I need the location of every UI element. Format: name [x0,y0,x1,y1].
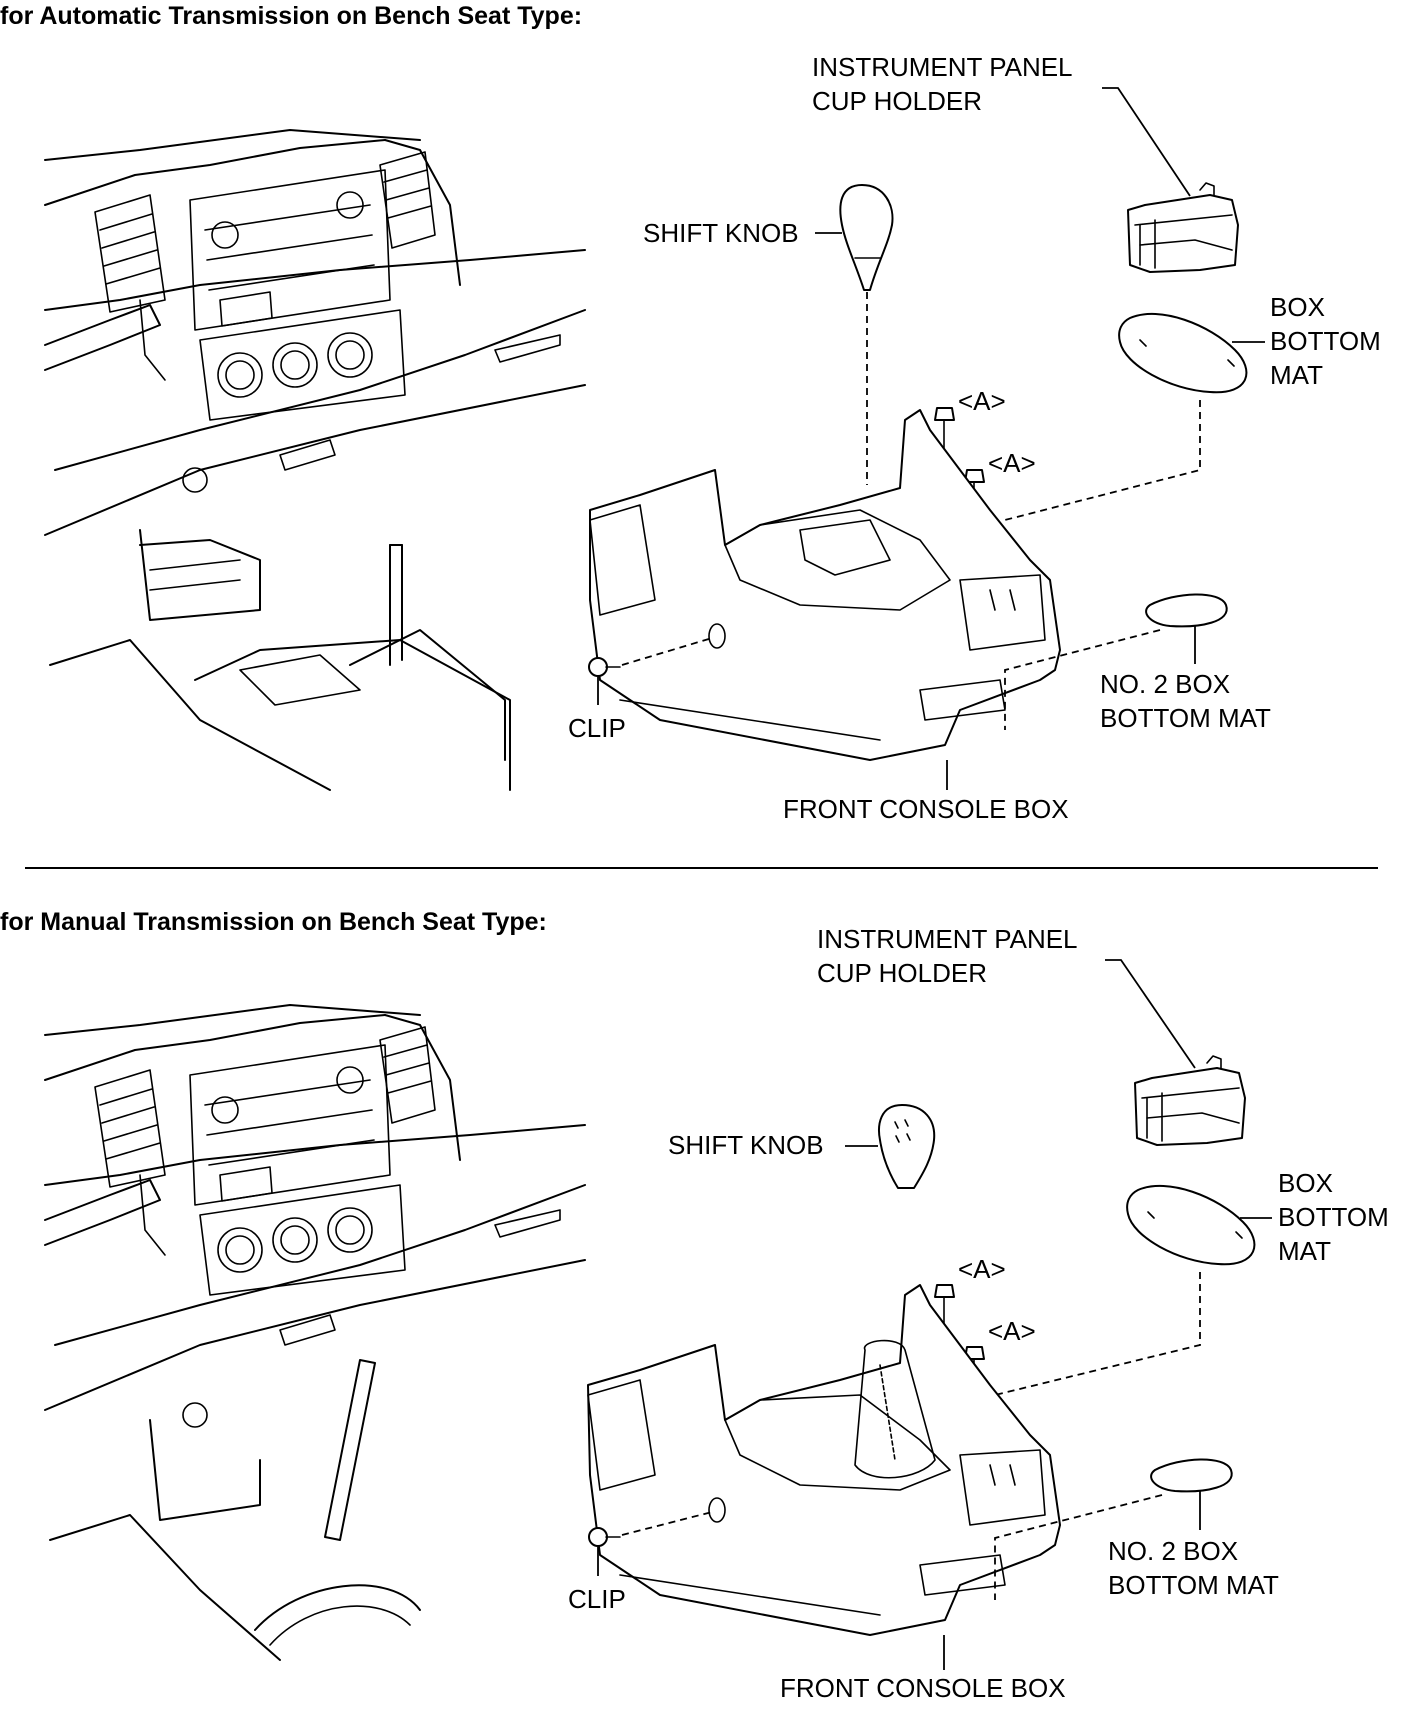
shift-knob-part [878,1104,936,1189]
label-bolt-a: <A> [988,1316,1036,1346]
bolt-part [934,407,955,451]
label-box-bottom-mat: MAT [1278,1236,1331,1266]
label-clip: CLIP [568,1584,626,1614]
box-bottom-mat-part [1118,313,1248,394]
label-cup-holder: INSTRUMENT PANEL [817,924,1078,954]
section-automatic: for Automatic Transmission on Bench Seat… [0,2,1381,824]
label-cup-holder: INSTRUMENT PANEL [812,52,1073,82]
label-no2-box-bottom-mat: NO. 2 BOX [1108,1536,1238,1566]
dashboard-illustration [44,1004,586,1661]
label-shift-knob: SHIFT KNOB [643,218,799,248]
clip-part [588,657,621,677]
label-bolt-a: <A> [958,386,1006,416]
label-clip: CLIP [568,713,626,743]
section-heading: for Automatic Transmission on Bench Seat… [0,2,582,30]
bolt-part [934,1284,955,1328]
label-shift-knob: SHIFT KNOB [668,1130,824,1160]
section-manual: for Manual Transmission on Bench Seat Ty… [0,908,1389,1703]
label-no2-box-bottom-mat: NO. 2 BOX [1100,669,1230,699]
label-box-bottom-mat: BOTTOM [1270,326,1381,356]
label-box-bottom-mat: MAT [1270,360,1323,390]
label-bolt-a: <A> [958,1254,1006,1284]
shift-knob-part [839,184,894,291]
label-cup-holder: CUP HOLDER [817,958,987,988]
no2-box-bottom-mat-part [1145,593,1228,628]
label-front-console-box: FRONT CONSOLE BOX [780,1673,1066,1703]
label-box-bottom-mat: BOX [1270,292,1325,322]
label-no2-box-bottom-mat: BOTTOM MAT [1100,703,1271,733]
section-heading: for Manual Transmission on Bench Seat Ty… [0,908,547,936]
cup-holder-part [1134,1055,1246,1146]
front-console-box-part [589,409,1061,761]
label-front-console-box: FRONT CONSOLE BOX [783,794,1069,824]
label-box-bottom-mat: BOX [1278,1168,1333,1198]
label-bolt-a: <A> [988,448,1036,478]
clip-part [588,1527,621,1547]
front-console-box-part [587,1284,1061,1636]
no2-box-bottom-mat-part [1150,1458,1233,1493]
dashboard-illustration [44,129,586,791]
label-no2-box-bottom-mat: BOTTOM MAT [1108,1570,1279,1600]
cup-holder-part [1127,182,1239,273]
label-box-bottom-mat: BOTTOM [1278,1202,1389,1232]
box-bottom-mat-part [1126,1185,1256,1266]
label-cup-holder: CUP HOLDER [812,86,982,116]
